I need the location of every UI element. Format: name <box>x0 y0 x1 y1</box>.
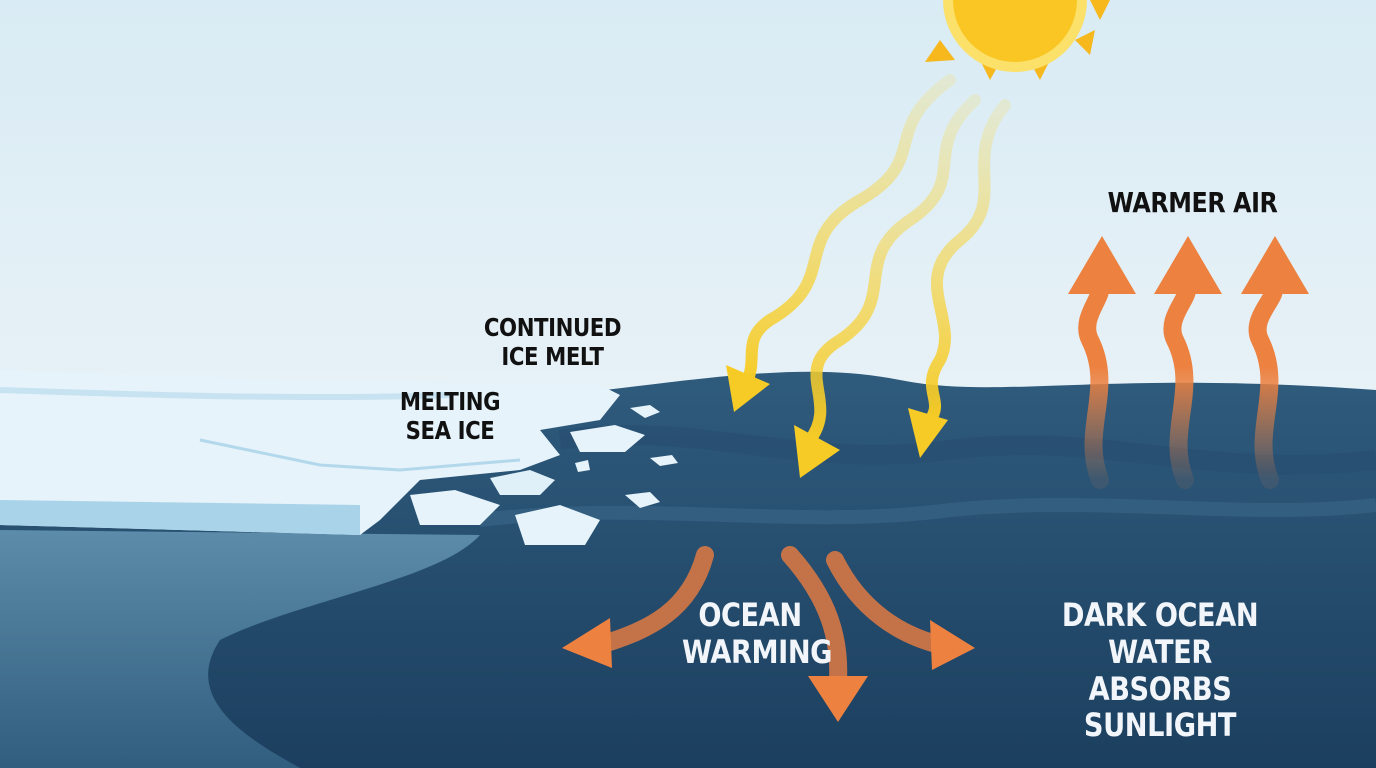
label-line: MELTING <box>399 387 501 416</box>
sea-ice <box>0 370 678 545</box>
label-line: CONTINUED <box>483 313 622 342</box>
sunlight-arrowhead <box>908 408 948 458</box>
sunlight-arrowhead <box>726 365 770 412</box>
label-dark-ocean-absorbs: DARK OCEAN WATER ABSORBS SUNLIGHT <box>1024 597 1296 744</box>
ocean-warming-arrow-left <box>591 546 714 654</box>
sunlight-arrowhead <box>794 425 840 478</box>
label-line: ICE MELT <box>501 341 604 371</box>
ocean-warming-arrowhead <box>562 618 612 668</box>
sunlight-arrow <box>924 99 1011 426</box>
ocean-warming-arrow-right <box>826 551 949 654</box>
label-continued-ice-melt: CONTINUED ICE MELT <box>482 313 622 372</box>
warm-air-arrowhead <box>1154 236 1222 294</box>
label-line: ABSORBS SUNLIGHT <box>1083 669 1237 745</box>
label-line: DARK OCEAN WATER <box>1061 596 1259 671</box>
warm-air-arrow <box>1163 281 1196 489</box>
warm-air-arrowhead <box>1068 236 1136 294</box>
label-warmer-air: WARMER AIR <box>1107 186 1278 219</box>
sunlight-arrow <box>739 74 956 391</box>
label-line: WARMING <box>682 632 833 671</box>
label-line: OCEAN <box>698 596 802 634</box>
label-melting-sea-ice: MELTING SEA ICE <box>391 387 510 446</box>
warm-air-arrow <box>1248 281 1283 489</box>
submerged-ice <box>0 530 480 768</box>
sunlight-arrow <box>804 94 981 446</box>
label-ocean-warming: OCEAN WARMING <box>682 596 833 671</box>
ocean-warming-arrowhead <box>808 676 868 722</box>
sun-icon <box>925 0 1110 80</box>
warm-air-arrow <box>1078 281 1109 489</box>
ocean-warming-arrowhead <box>930 620 975 670</box>
label-line: SEA ICE <box>405 415 495 445</box>
ocean-warming-arrow-down <box>781 546 848 689</box>
warm-air-arrowhead <box>1241 236 1309 294</box>
